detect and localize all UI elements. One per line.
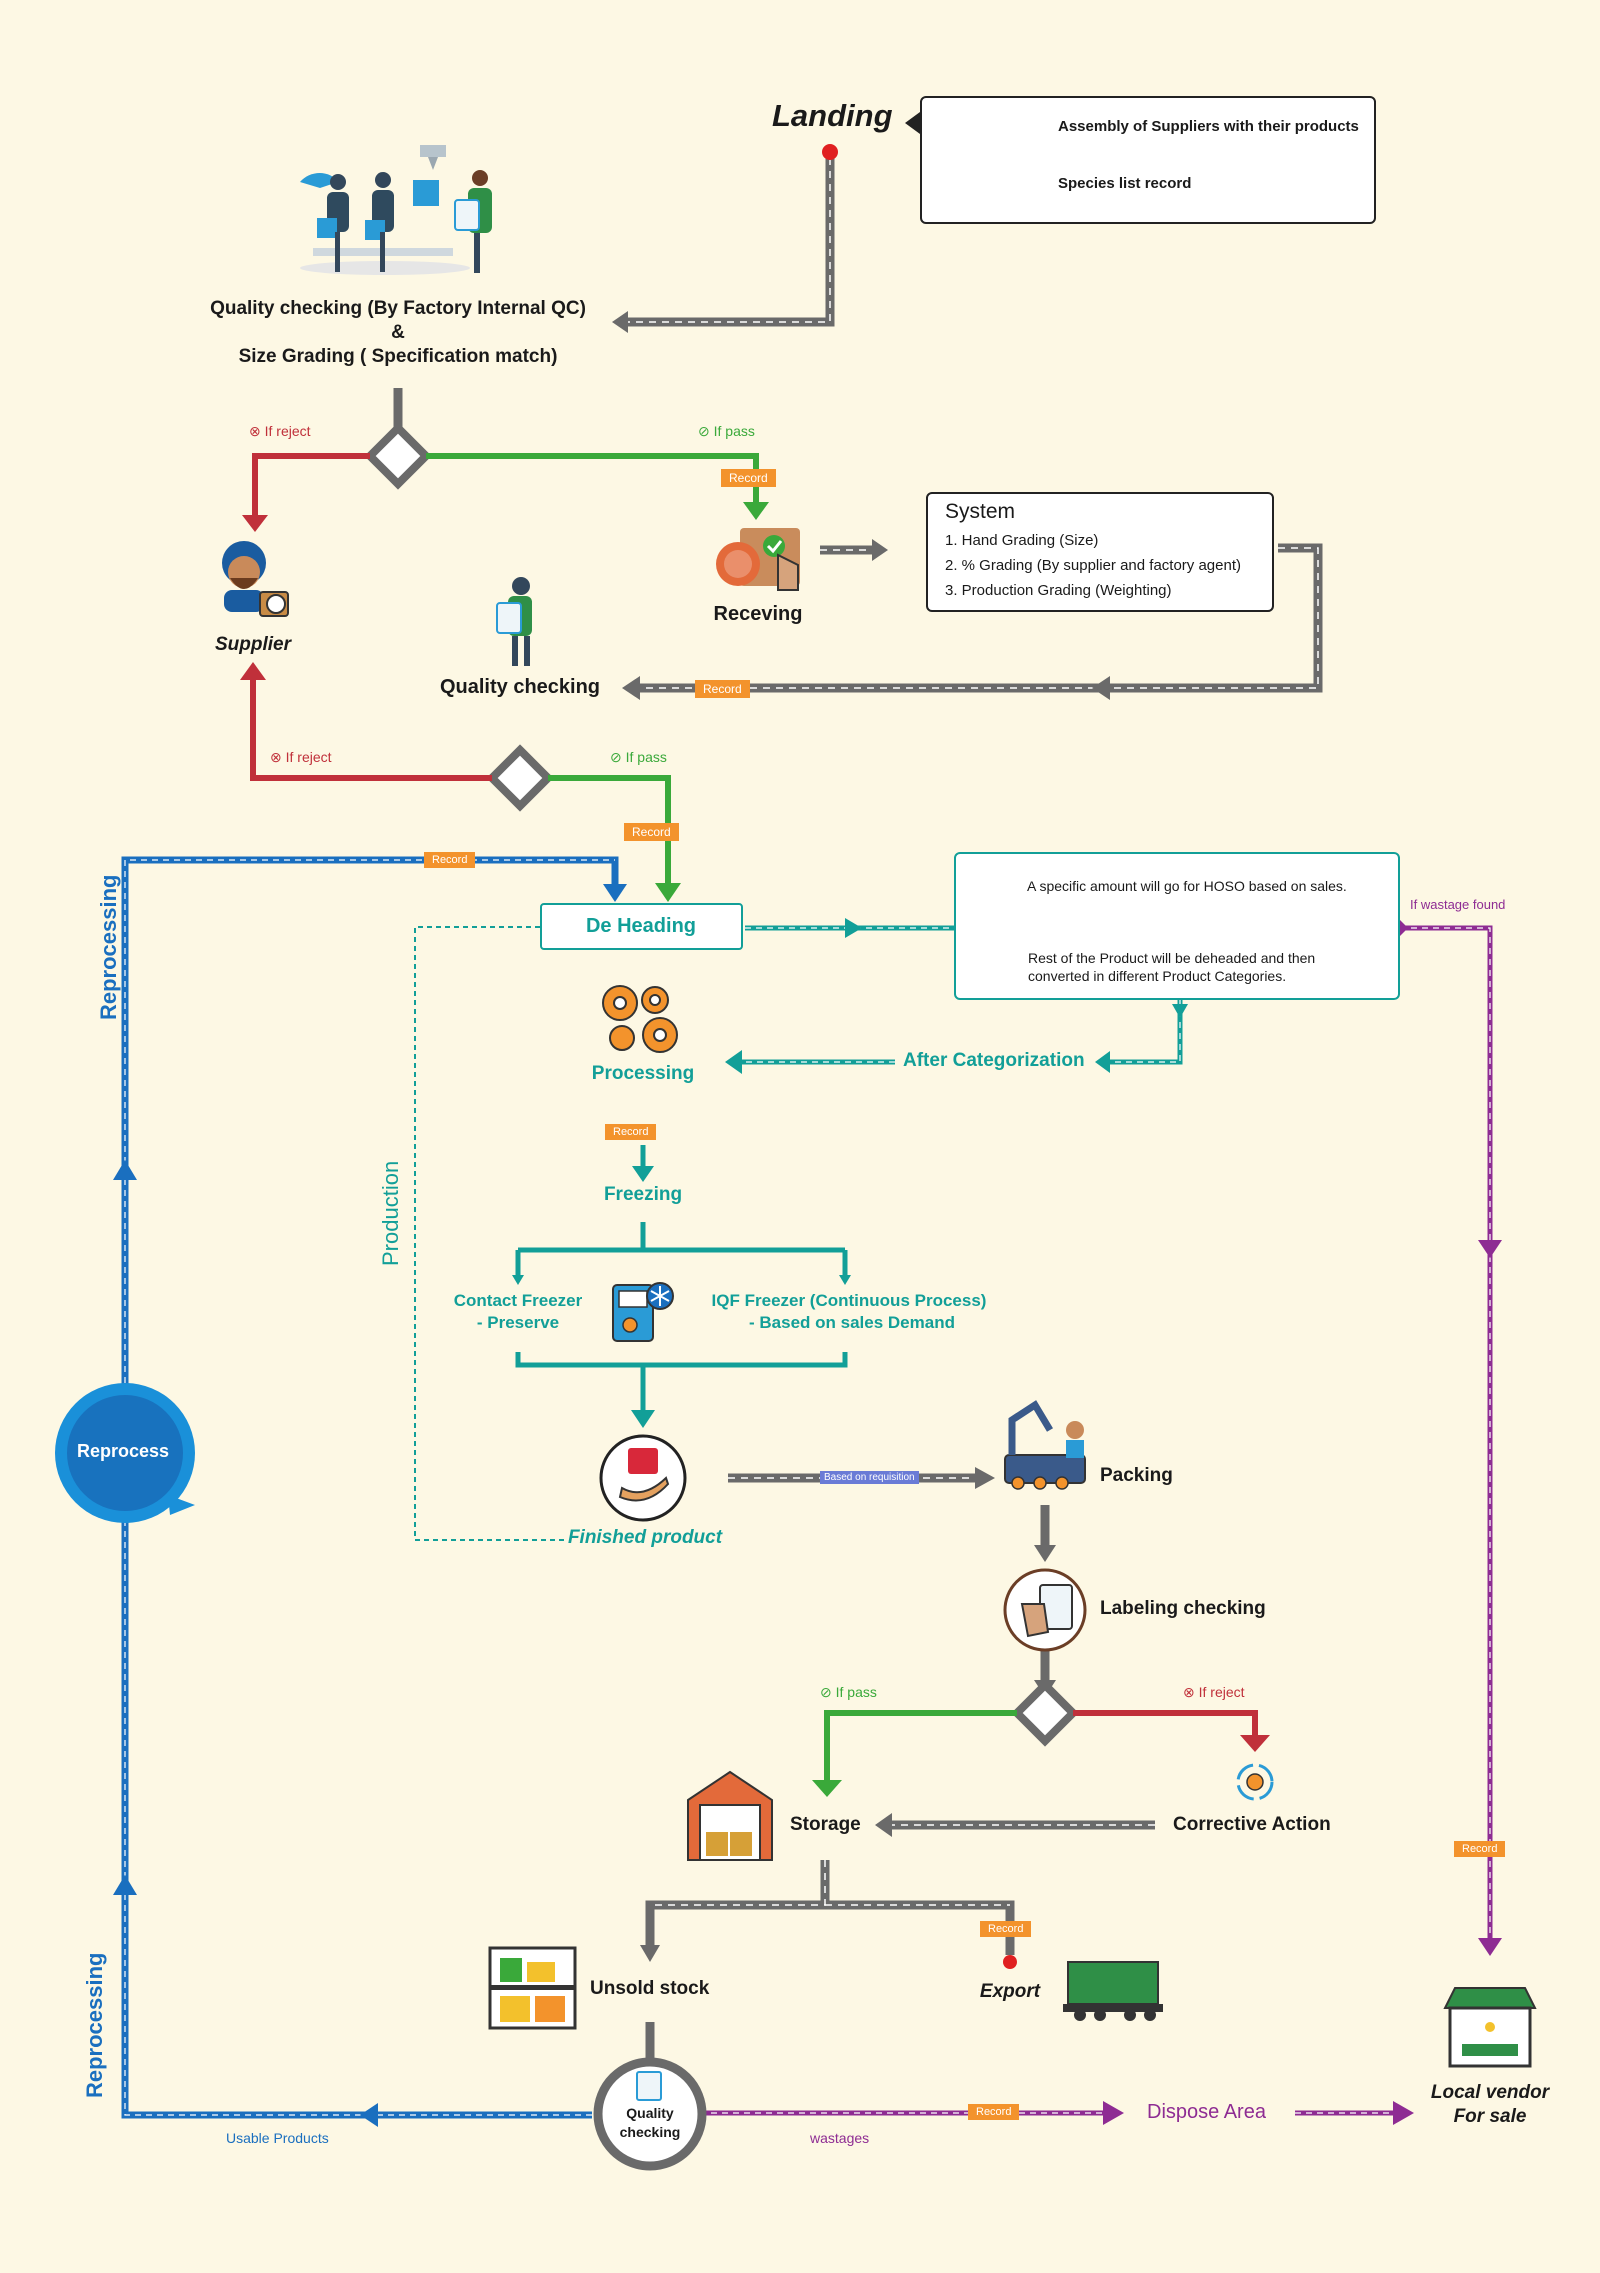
vendor-label-1: Local vendor xyxy=(1430,2082,1550,2103)
qc-inspector-icon xyxy=(496,577,532,666)
qc1-title: Quality checking (By Factory Internal QC… xyxy=(210,298,586,319)
system-item-1: 1. Hand Grading (Size) xyxy=(945,532,1099,549)
after-categorization-label: After Categorization xyxy=(903,1050,1085,1071)
vendor-kiosk-icon xyxy=(1443,1987,1537,2068)
reprocess-label: Reprocess xyxy=(76,1441,170,1461)
storage-label: Storage xyxy=(790,1814,861,1835)
receiving-icon xyxy=(716,528,800,591)
corrective-action-label: Corrective Action xyxy=(1173,1814,1331,1835)
system-title: System xyxy=(945,500,1016,523)
record-tag-2: Record xyxy=(695,680,750,698)
qc3-circle xyxy=(593,2057,707,2171)
pass-label-3: ⊘ If pass xyxy=(820,1684,877,1700)
info-box xyxy=(954,852,1400,1000)
reprocessing-label-top: Reprocessing xyxy=(96,874,121,1021)
export-label: Export xyxy=(979,1981,1041,2002)
gears-icon xyxy=(602,985,678,1053)
qc3-label-1: Quality xyxy=(626,2105,674,2121)
landing-dot xyxy=(822,144,838,160)
legend-suppliers: Assembly of Suppliers with their product… xyxy=(1058,118,1359,135)
freezing-label: Freezing xyxy=(603,1184,683,1205)
wastages-label: wastages xyxy=(810,2130,870,2146)
system-box xyxy=(926,492,1274,612)
vendor-label-2: For sale xyxy=(1453,2106,1527,2127)
warehouse-icon xyxy=(687,1770,773,1861)
finished-product-label: Finished product xyxy=(567,1527,723,1548)
clipboard-icon xyxy=(636,2071,662,2101)
shelf-icon xyxy=(488,1946,577,2030)
record-tag-5: Record xyxy=(980,1921,1032,1937)
container-icon xyxy=(1063,1961,1163,2021)
pass-text-1: If pass xyxy=(713,423,755,439)
landing-legend-box xyxy=(920,96,1376,224)
pass-text-2: If pass xyxy=(625,749,667,765)
corrective-action-icon xyxy=(1236,1763,1274,1801)
record-tag-6: Record xyxy=(968,2104,1020,2120)
dispose-area-label: Dispose Area xyxy=(1147,2101,1266,2123)
contact-freezer-label: Contact Freezer xyxy=(453,1291,583,1310)
deheading-box xyxy=(540,903,743,950)
system-item-3: 3. Production Grading (Weighting) xyxy=(945,582,1172,599)
export-dot xyxy=(1003,1955,1017,1969)
record-tag-7: Record xyxy=(1454,1841,1506,1857)
reject-label-2: ⊗ If reject xyxy=(270,749,332,765)
usable-products-label: Usable Products xyxy=(226,2130,329,2146)
processing-label: Processing xyxy=(591,1063,695,1084)
record-tag-1: Record xyxy=(721,469,776,487)
labeling-icon xyxy=(1003,1568,1087,1652)
info-rest-1: Rest of the Product will be deheaded and… xyxy=(1028,950,1316,966)
record-tag-3: Record xyxy=(624,823,679,841)
pass-text-3: If pass xyxy=(835,1684,877,1700)
requisition-tag: Based on requisition xyxy=(820,1471,919,1484)
wastage-found-label: If wastage found xyxy=(1410,897,1506,912)
info-hoso: A specific amount will go for HOSO based… xyxy=(1027,878,1347,894)
production-label: Production xyxy=(378,1160,403,1266)
record-tag-blue: Record xyxy=(424,852,476,868)
reject-label-1: ⊗ If reject xyxy=(249,423,311,439)
system-item-2: 2. % Grading (By supplier and factory ag… xyxy=(945,557,1241,574)
pass-label-2: ⊘ If pass xyxy=(610,749,667,765)
pass-label-1: ⊘ If pass xyxy=(698,423,755,439)
reprocessing-label-bottom: Reprocessing xyxy=(82,1952,107,2099)
labeling-label: Labeling checking xyxy=(1100,1598,1266,1619)
packing-label: Packing xyxy=(1100,1465,1173,1486)
supplier-icon xyxy=(222,541,289,617)
packing-robot-icon xyxy=(1004,1400,1086,1490)
reject-text-2: If reject xyxy=(285,749,332,765)
freezer-icon xyxy=(612,1282,674,1342)
contact-freezer-sub: - Preserve xyxy=(476,1313,560,1332)
deheading-label: De Heading xyxy=(585,915,697,937)
qc-team-icon xyxy=(300,145,492,275)
supplier-label: Supplier xyxy=(214,634,292,655)
reject-label-3: ⊗ If reject xyxy=(1183,1684,1245,1700)
iqf-label: IQF Freezer (Continuous Process) xyxy=(711,1291,987,1310)
legend-species: Species list record xyxy=(1058,175,1192,192)
record-tag-4: Record xyxy=(605,1124,657,1140)
receiving-label: Receving xyxy=(713,603,803,625)
qc1-size-grading: Size Grading ( Specification match) xyxy=(238,346,558,367)
info-rest-2: converted in different Product Categorie… xyxy=(1028,968,1287,984)
reject-text-1: If reject xyxy=(264,423,311,439)
landing-title: Landing xyxy=(772,98,893,133)
reject-text-3: If reject xyxy=(1198,1684,1245,1700)
qc2-label: Quality checking xyxy=(439,676,601,698)
unsold-stock-label: Unsold stock xyxy=(590,1978,710,1999)
finished-product-icon xyxy=(599,1434,687,1522)
qc1-ampersand: & xyxy=(391,322,405,343)
qc3-label-2: checking xyxy=(619,2124,681,2140)
iqf-sub: - Based on sales Demand xyxy=(749,1313,955,1332)
